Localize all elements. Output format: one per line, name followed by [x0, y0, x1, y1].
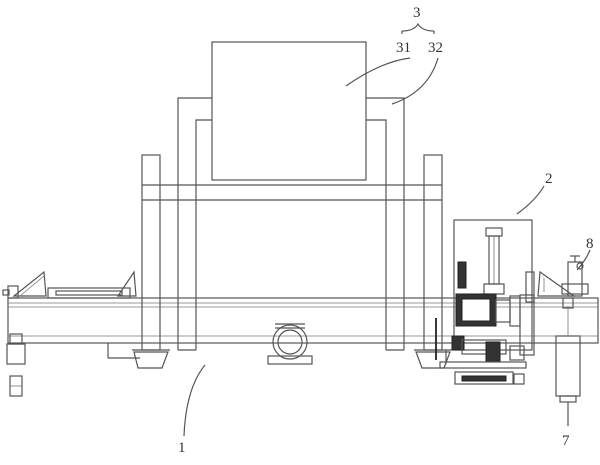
- leader-lines: [183, 22, 591, 437]
- label-part-1: 1: [178, 440, 186, 456]
- cross-beams: [142, 184, 442, 201]
- label-part-2: 2: [545, 171, 553, 187]
- base-rail: [7, 297, 599, 359]
- part-31-box: [211, 41, 367, 181]
- right-end-fixture: [537, 270, 576, 297]
- left-small-parts: [6, 333, 26, 397]
- part-7-cylinder: [555, 297, 581, 403]
- label-assembly-3: 3: [413, 5, 421, 21]
- label-part-31: 31: [396, 40, 411, 56]
- part-8-handle: [561, 255, 589, 297]
- part-32-frame: [177, 97, 405, 351]
- label-part-8: 8: [586, 236, 594, 252]
- left-end-fixture: [2, 270, 137, 299]
- part-2-assembly: [435, 219, 535, 385]
- center-roller: [267, 323, 313, 365]
- label-part-7: 7: [562, 433, 570, 449]
- label-part-32: 32: [428, 40, 443, 56]
